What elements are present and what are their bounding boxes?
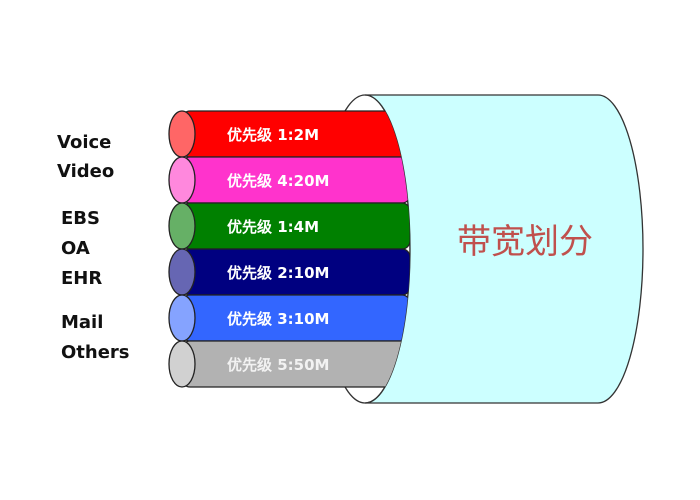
app-label-voice: Voice [57,132,112,153]
band-endcap-4 [168,248,196,296]
band-label-1: 优先级 1:2M [227,126,319,144]
band-endcap-6 [168,340,196,388]
band-endcap-2 [168,156,196,204]
app-label-ebs: EBS [61,208,100,229]
app-label-oa: OA [61,238,90,259]
band-endcap-3 [168,202,196,250]
app-label-video: Video [57,161,115,182]
band-label-2: 优先级 4:20M [227,172,329,190]
app-label-ehr: EHR [61,268,103,289]
bandwidth-bands [181,110,410,388]
diagram-title: 带宽划分 [457,222,593,262]
app-label-others: Others [61,342,130,363]
band-endcap-5 [168,294,196,342]
band-label-4: 优先级 2:10M [227,264,329,282]
band-label-3: 优先级 1:4M [227,218,319,236]
band-labels: 优先级 1:2M 优先级 4:20M 优先级 1:4M 优先级 2:10M 优先级 3:… [227,126,329,374]
band-label-5: 优先级 3:10M [227,310,329,328]
band-endcap-1 [168,110,196,158]
app-label-mail: Mail [61,312,104,333]
band-label-6: 优先级 5:50M [227,356,329,374]
band-endcaps [168,110,196,388]
